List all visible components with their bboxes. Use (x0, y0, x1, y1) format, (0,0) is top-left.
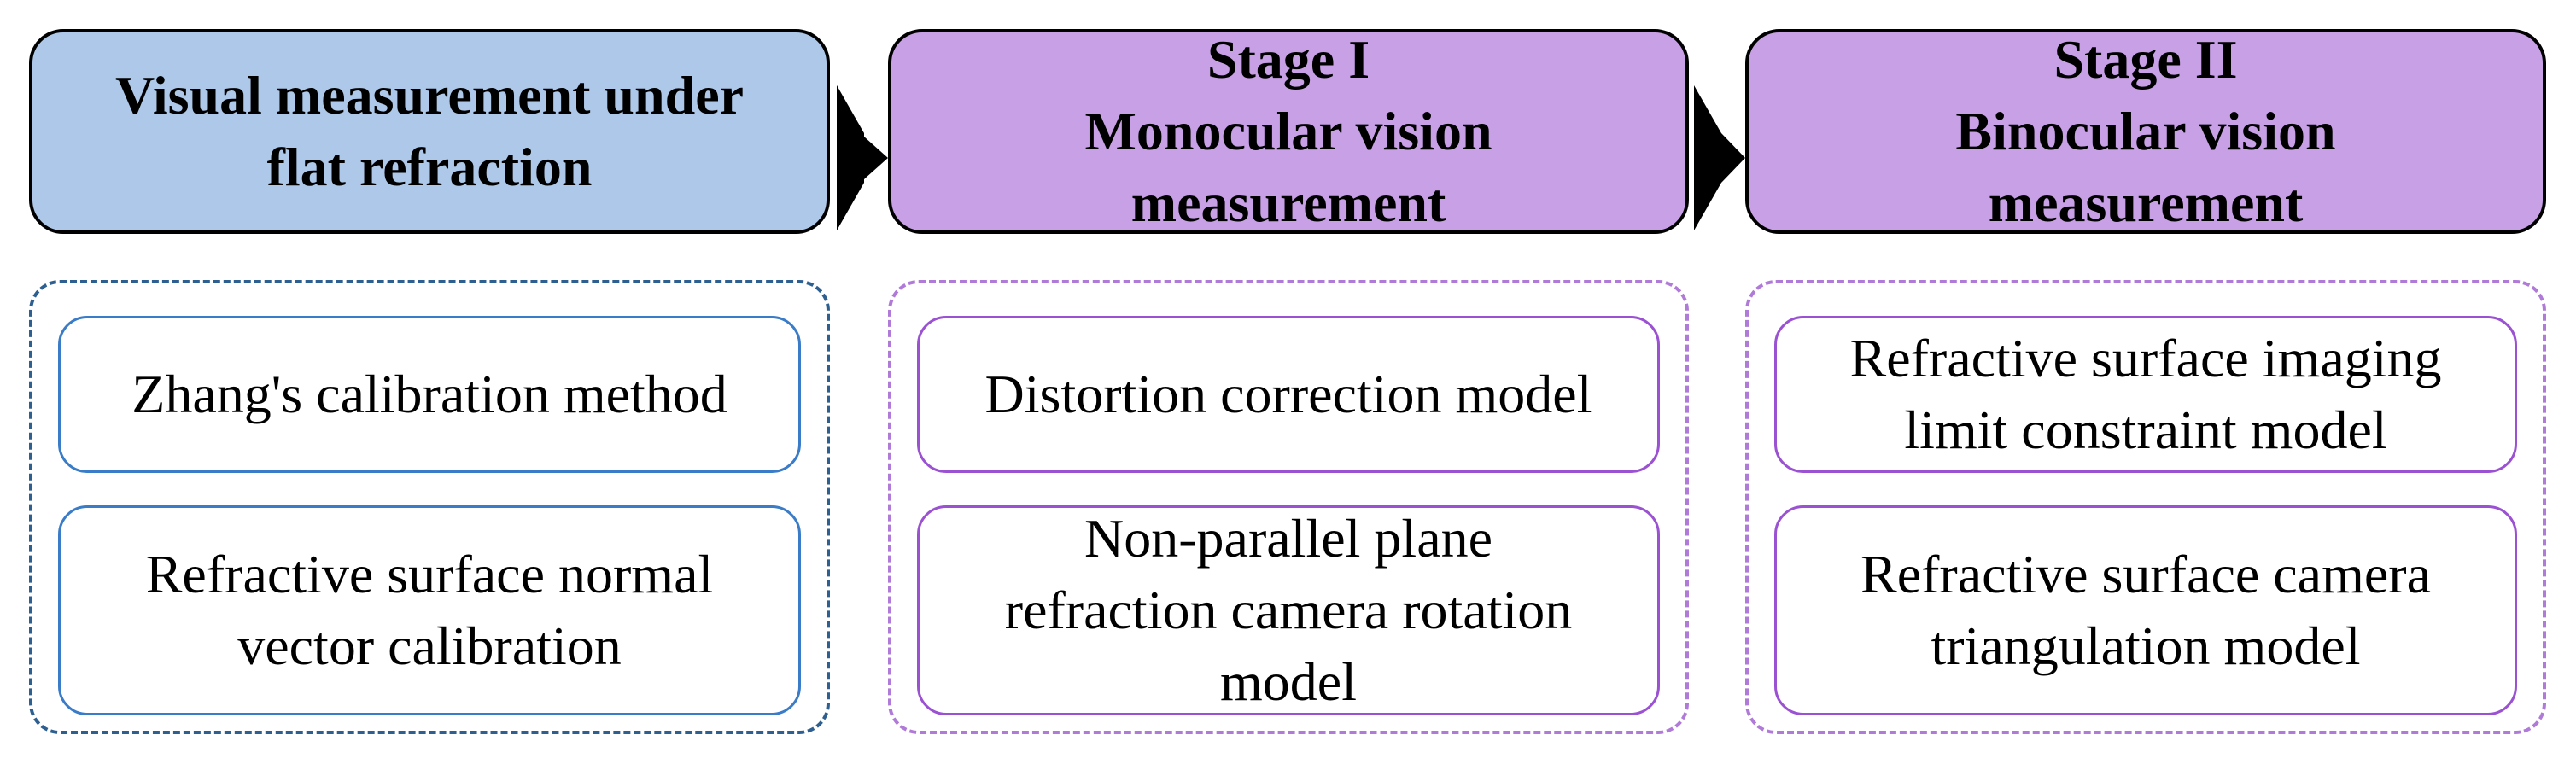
group-stage-2: Refractive surface imaging limit constra… (1745, 280, 2546, 734)
box-triangulation-model: Refractive surface camera triangulation … (1774, 505, 2517, 715)
box-normal-vector-calibration: Refractive surface normal vector calibra… (58, 505, 801, 715)
group-stage-1: Distortion correction model Non-parallel… (888, 280, 1689, 734)
box-camera-rotation-model: Non-parallel plane refraction camera rot… (917, 505, 1660, 715)
box-imaging-limit-constraint: Refractive surface imaging limit constra… (1774, 316, 2517, 473)
header-visual-measurement: Visual measurement under flat refraction (29, 29, 830, 234)
box-zhang-calibration: Zhang's calibration method (58, 316, 801, 473)
box-distortion-correction: Distortion correction model (917, 316, 1660, 473)
header-stage-1: Stage I Monocular vision measurement (888, 29, 1689, 234)
header-stage-2: Stage II Binocular vision measurement (1745, 29, 2546, 234)
group-visual-measurement: Zhang's calibration method Refractive su… (29, 280, 830, 734)
arrow-right-icon (1694, 85, 1745, 230)
arrow-right-icon (837, 85, 888, 230)
